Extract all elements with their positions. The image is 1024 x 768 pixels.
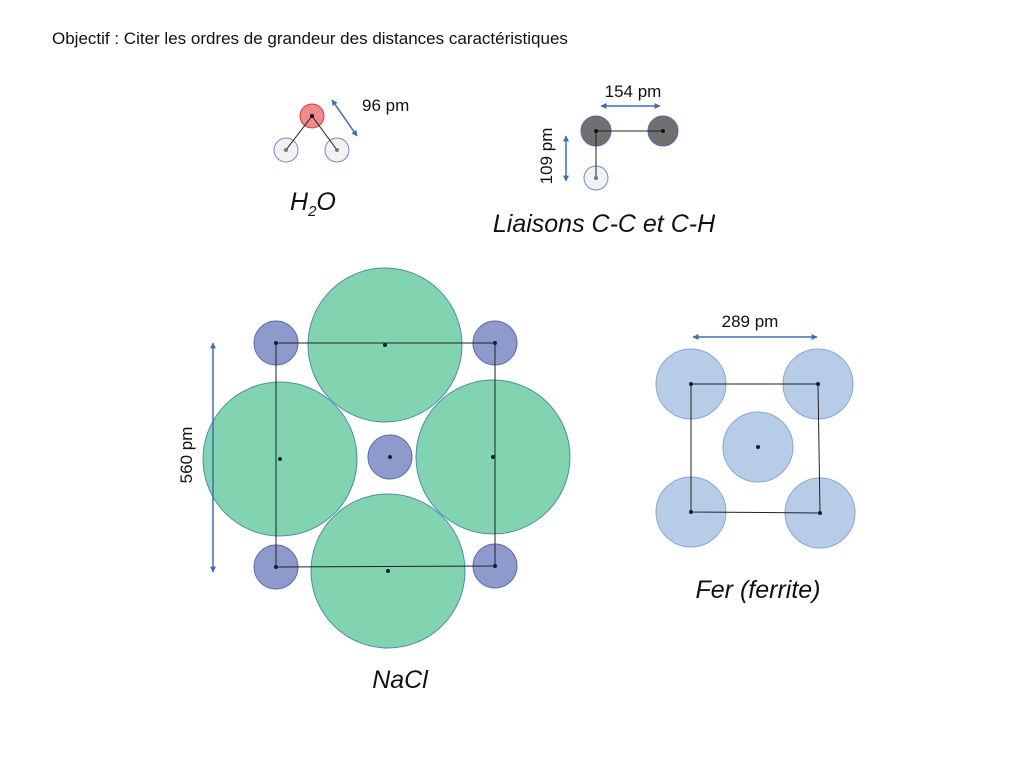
nacl-label: NaCl	[372, 666, 429, 694]
fer-distance: 289 pm	[722, 312, 779, 331]
cc-distance: 154 pm	[605, 82, 662, 101]
nacl-distance: 560 pm	[177, 427, 196, 484]
bond	[311, 115, 338, 151]
fer-label: Fer (ferrite)	[696, 576, 821, 604]
ch-distance: 109 pm	[537, 128, 556, 185]
bond	[285, 115, 313, 151]
ch-bonds: 154 pm 109 pm Liaisons C-C et C-H	[493, 82, 716, 238]
distance-arrow	[331, 99, 358, 137]
h2o-label: H2O	[290, 188, 336, 220]
iron-structure: 289 pm Fer (ferrite)	[655, 312, 856, 604]
page-title: Objectif : Citer les ordres de grandeur …	[52, 29, 568, 48]
h2o-distance: 96 pm	[362, 96, 409, 115]
ch-label: Liaisons C-C et C-H	[493, 210, 716, 238]
h2o-molecule: 96 pm H2O	[273, 96, 409, 220]
nacl-structure: 560 pm NaCl	[177, 267, 571, 694]
